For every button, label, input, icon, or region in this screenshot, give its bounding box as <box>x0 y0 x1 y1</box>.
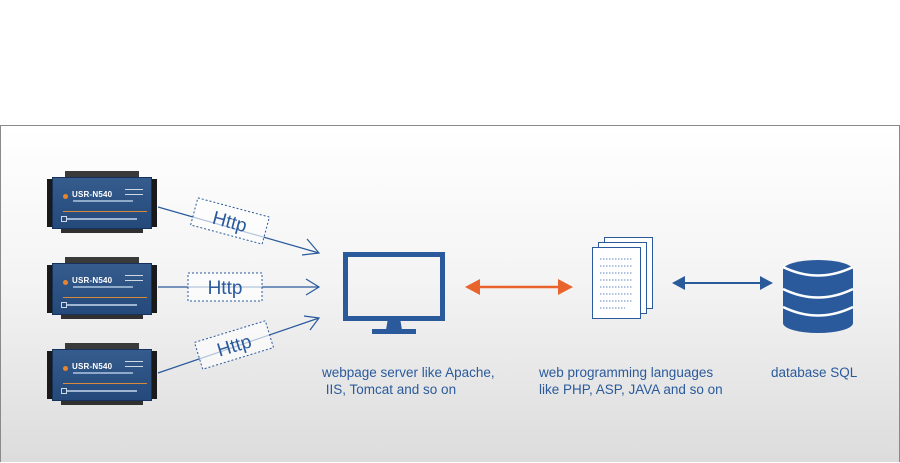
device-led-icon <box>63 194 68 199</box>
device-3: USR-N540 <box>47 343 157 405</box>
port-icon <box>61 388 67 394</box>
languages-database-arrow <box>672 276 773 290</box>
languages-caption: web programming languages like PHP, ASP,… <box>539 364 723 398</box>
server-languages-arrow <box>465 279 573 295</box>
server-caption-line1: webpage server like Apache, <box>322 365 495 380</box>
database-icon <box>782 260 854 333</box>
port-icon <box>61 216 67 222</box>
http-label-text: Http <box>208 278 243 299</box>
device-led-icon <box>63 280 68 285</box>
database-caption: database SQL <box>771 364 857 381</box>
http-label-1: Http <box>190 197 270 245</box>
device-2: USR-N540 <box>47 257 157 319</box>
connections-layer: Http Http Http <box>157 197 854 374</box>
languages-caption-line2: like PHP, ASP, JAVA and so on <box>539 382 723 397</box>
documents-icon <box>592 237 653 319</box>
device-model-label: USR-N540 <box>72 276 113 285</box>
monitor-icon <box>343 252 445 334</box>
database-caption-text: database SQL <box>771 365 858 380</box>
device-model-label: USR-N540 <box>72 362 113 371</box>
languages-caption-line1: web programming languages <box>539 365 714 380</box>
device-led-icon <box>63 366 68 371</box>
http-label-3: Http <box>193 320 275 370</box>
http-label-2: Http <box>187 272 263 302</box>
diagram-panel: USR-N540 USR-N540 USR-N5 <box>0 125 900 462</box>
device-model-label: USR-N540 <box>72 190 113 199</box>
port-icon <box>61 302 67 308</box>
device-1: USR-N540 <box>47 171 157 233</box>
server-caption: webpage server like Apache, IIS, Tomcat … <box>322 364 495 398</box>
server-caption-line2: IIS, Tomcat and so on <box>322 382 457 397</box>
